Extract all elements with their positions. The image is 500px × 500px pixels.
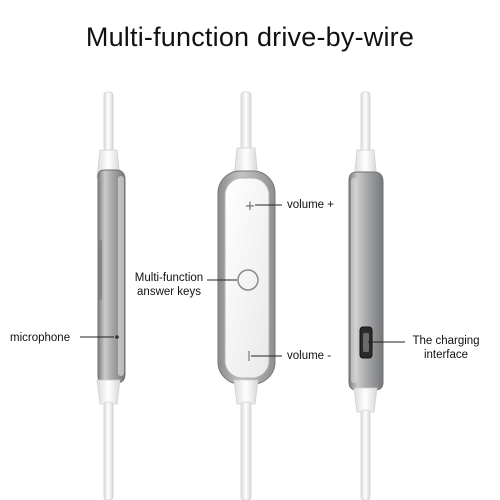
middle-remote: + bbox=[217, 91, 276, 500]
page-title: Multi-function drive-by-wire bbox=[85, 22, 415, 52]
middle-face bbox=[224, 177, 270, 379]
left-remote bbox=[96, 91, 126, 500]
right-remote bbox=[348, 91, 384, 500]
microphone-hole-icon bbox=[115, 335, 119, 339]
right-cable-bottom bbox=[360, 409, 371, 500]
label-charging-line2: interface bbox=[423, 349, 469, 361]
label-multi-function: Multi-function answer keys bbox=[128, 271, 210, 299]
label-volume-down: volume - bbox=[287, 350, 332, 362]
charging-port-contact bbox=[363, 333, 369, 352]
right-strain-relief-bottom bbox=[353, 387, 378, 413]
left-side-button bbox=[99, 240, 102, 300]
right-body-highlight bbox=[351, 178, 357, 383]
multi-function-button bbox=[237, 269, 259, 291]
label-charging-interface: The charging interface bbox=[405, 334, 487, 362]
middle-strain-relief-bottom bbox=[233, 379, 259, 405]
label-charging-line1: The charging bbox=[412, 335, 480, 347]
label-multi-function-line2: answer keys bbox=[137, 286, 201, 298]
middle-cable-bottom bbox=[240, 401, 252, 500]
left-strain-relief-bottom bbox=[96, 379, 121, 405]
left-cable-bottom bbox=[103, 401, 114, 500]
volume-up-icon: + bbox=[245, 199, 256, 214]
leader-lines bbox=[80, 204, 405, 357]
left-body-highlight bbox=[118, 176, 124, 376]
label-microphone: microphone bbox=[10, 332, 71, 344]
label-volume-up: volume + bbox=[287, 199, 334, 211]
right-body bbox=[348, 171, 384, 391]
label-multi-function-line1: Multi-function bbox=[134, 272, 204, 284]
